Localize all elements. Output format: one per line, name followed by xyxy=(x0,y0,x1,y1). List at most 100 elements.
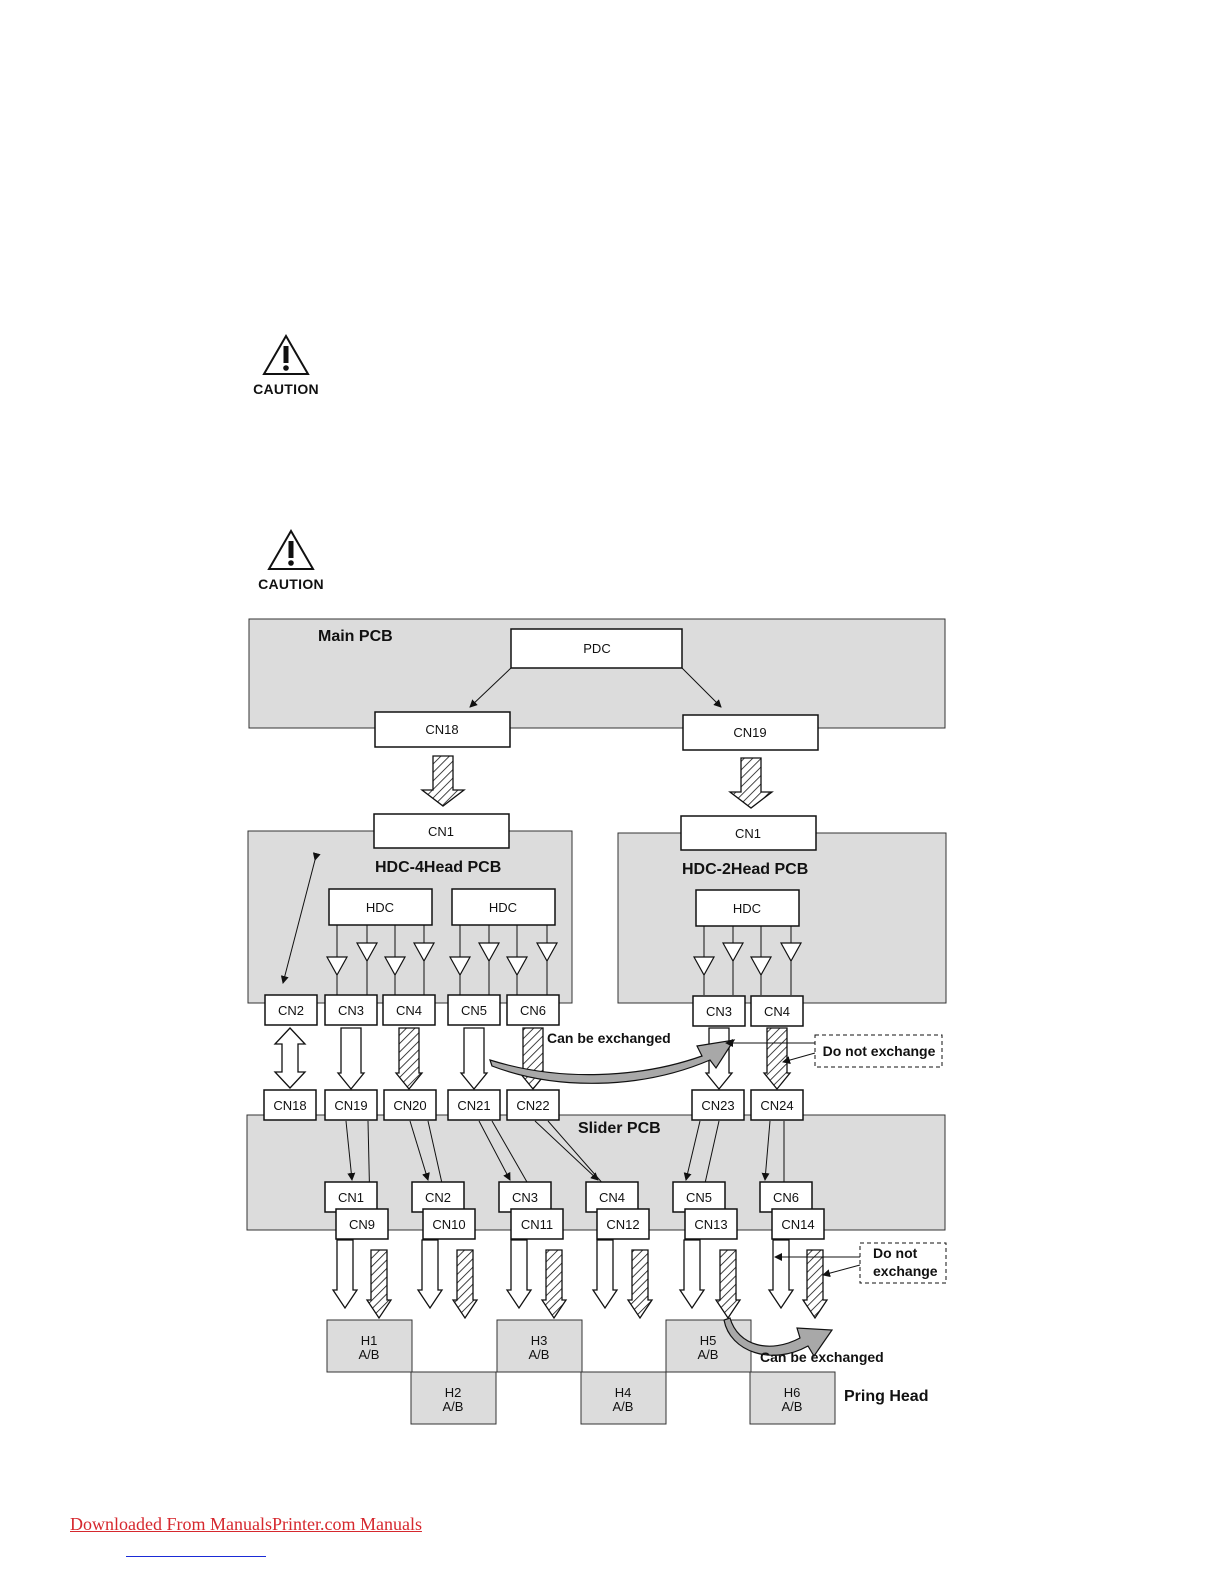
driver-triangle-icon xyxy=(779,942,803,963)
slider-upper-conn-3-box xyxy=(498,1181,552,1213)
hdc2-conn-1-label: CN3 xyxy=(706,1004,732,1019)
head-1-sub: A/B xyxy=(359,1347,380,1362)
head-3-box xyxy=(496,1319,583,1373)
footer-link[interactable]: Downloaded From ManualsPrinter.com Manua… xyxy=(70,1514,422,1534)
slider-upper-conn-2-box xyxy=(411,1181,465,1213)
driver-triangle-icon xyxy=(448,956,472,977)
do-not-exchange-top-box xyxy=(814,1034,943,1068)
hdc4-conn-1-box xyxy=(264,994,318,1026)
main-pcb-title: Main PCB xyxy=(318,628,393,645)
head-4-sub: A/B xyxy=(613,1399,634,1414)
hdc2-cn1-box xyxy=(680,815,817,851)
hdc2-conn-1-box xyxy=(692,995,746,1027)
hdc2-chip-label: HDC xyxy=(733,901,761,916)
slider-wire-7 xyxy=(534,1120,599,1181)
print-head-label: Pring Head xyxy=(844,1388,928,1405)
driver-triangle-icon xyxy=(412,942,436,963)
slider-wire-1 xyxy=(345,1120,356,1181)
slider-wire-11 xyxy=(761,1120,771,1181)
driver-triangle-icon xyxy=(505,956,529,977)
main-cn19-label: CN19 xyxy=(733,725,766,740)
head-cable-solid-1 xyxy=(331,1239,359,1310)
hdc4-conn-2-label: CN3 xyxy=(338,1003,364,1018)
head-5-box xyxy=(665,1319,752,1373)
warning-triangle-icon xyxy=(262,334,310,375)
slider-top-conn-5-box xyxy=(506,1089,560,1121)
do-not-exchange-bottom-line2: exchange xyxy=(873,1263,938,1279)
head-cable-hatched-4 xyxy=(626,1249,654,1320)
head-4-name: H4 xyxy=(615,1385,632,1400)
hdc4-chip-2-label: HDC xyxy=(489,900,517,915)
main-cn19-box xyxy=(682,714,819,751)
hdc4-conn-1-label: CN2 xyxy=(278,1003,304,1018)
hdc4-conn-3-box xyxy=(382,994,436,1026)
driver-triangle-icon xyxy=(383,956,407,977)
head-4-box xyxy=(580,1371,667,1425)
head-6-sub: A/B xyxy=(782,1399,803,1414)
slider-upper-conn-3-label: CN3 xyxy=(512,1190,538,1205)
slider-lower-conn-3-label: CN11 xyxy=(521,1217,553,1232)
hdc4-conn-3-label: CN4 xyxy=(396,1003,422,1018)
can-exchange-top-arrow xyxy=(489,1039,736,1084)
hdc4-conn-4-label: CN5 xyxy=(461,1003,487,1018)
footer-rule xyxy=(126,1556,266,1557)
can-exchange-bottom-arrow xyxy=(723,1317,834,1358)
head-5-sub: A/B xyxy=(698,1347,719,1362)
head-cable-hatched-6 xyxy=(801,1249,829,1320)
driver-triangle-icon xyxy=(355,942,379,963)
can-exchange-top-label: Can be exchanged xyxy=(547,1030,671,1046)
head-3-sub: A/B xyxy=(529,1347,550,1362)
hdc-to-slider-cable-6 xyxy=(762,1027,792,1091)
hdc-output-connectors: CN2 CN3 CN4 CN5 CN6 CN3 CN4 xyxy=(264,994,804,1027)
cn2-cn18-bidirectional-arrow xyxy=(273,1027,307,1089)
head-cable-hatched-1 xyxy=(365,1249,393,1320)
head-3-name: H3 xyxy=(531,1333,548,1348)
head-2-sub: A/B xyxy=(443,1399,464,1414)
head-cable-solid-5 xyxy=(678,1239,706,1310)
pdc-box xyxy=(510,628,683,669)
hdc4-cn1-box xyxy=(373,813,510,849)
driver-triangle-icon xyxy=(535,942,559,963)
head-2-name: H2 xyxy=(445,1385,462,1400)
slider-lower-conn-1-box xyxy=(335,1208,389,1240)
hdc2-chip xyxy=(695,889,800,927)
do-not-exchange-top-pointer-2 xyxy=(782,1052,816,1064)
hdc4-chip-1 xyxy=(328,888,433,926)
hdc2-conn-2-label: CN4 xyxy=(764,1004,790,1019)
driver-triangle-icon xyxy=(477,942,501,963)
slider-top-conn-4-box xyxy=(447,1089,501,1121)
head-cable-solid-6 xyxy=(767,1239,795,1310)
slider-top-conn-2-box xyxy=(324,1089,378,1121)
slider-upper-conn-2-label: CN2 xyxy=(425,1190,451,1205)
head-1-name: H1 xyxy=(361,1333,378,1348)
slider-top-conn-6-label: CN23 xyxy=(701,1098,734,1113)
slider-upper-conn-4-label: CN4 xyxy=(599,1190,625,1205)
slider-upper-conn-1-label: CN1 xyxy=(338,1190,364,1205)
slider-lower-conn-6-label: CN14 xyxy=(781,1217,814,1232)
caution-sign-2: CAUTION xyxy=(251,529,331,592)
do-not-exchange-bottom-line1: Do not xyxy=(873,1245,918,1261)
slider-lower-conn-1-label: CN9 xyxy=(349,1217,375,1232)
head-6-box xyxy=(749,1371,836,1425)
hdc4-chip-2 xyxy=(451,888,556,926)
main-cn18-label: CN18 xyxy=(425,722,458,737)
caution-sign-1: CAUTION xyxy=(246,334,326,397)
driver-triangle-icon xyxy=(721,942,745,963)
cn1-cn2-link-arrow xyxy=(280,852,321,984)
slider-top-conn-3-box xyxy=(383,1089,437,1121)
main-cn18-box xyxy=(374,711,511,748)
slider-top-conn-1-box xyxy=(263,1089,317,1121)
slider-top-conn-7-label: CN24 xyxy=(760,1098,793,1113)
do-not-exchange-top-label: Do not exchange xyxy=(823,1043,936,1059)
head-6-name: H6 xyxy=(784,1385,801,1400)
slider-lower-conn-2-label: CN10 xyxy=(432,1217,465,1232)
hdc4-conn-5-label: CN6 xyxy=(520,1003,546,1018)
slider-top-conn-6-box xyxy=(691,1089,745,1121)
cable-arrow-cn19-to-hdc2 xyxy=(728,757,774,809)
slider-upper-conn-6-box xyxy=(759,1181,813,1213)
slider-lower-conn-6-box xyxy=(771,1208,825,1240)
hdc2-title: HDC-2Head PCB xyxy=(682,861,808,878)
